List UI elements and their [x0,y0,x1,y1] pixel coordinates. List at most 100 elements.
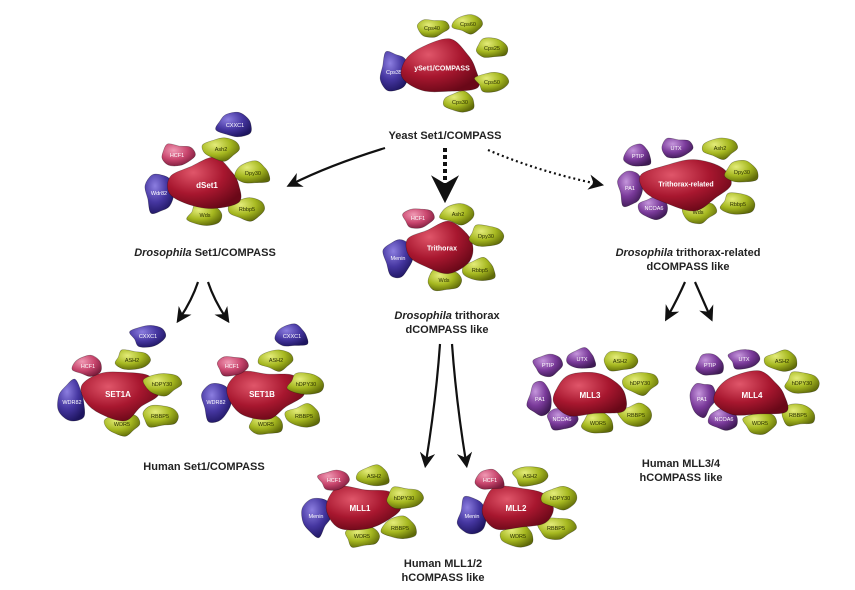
complex-set1b-set1b-label: SET1B [249,390,275,399]
complex-dset1-dset1-label: dSet1 [196,181,218,190]
caption-dtrr-italic: Drosophila [615,247,674,259]
complex-mll3-ptip-shape [532,353,564,378]
complex-dtrr-utx-shape [661,137,694,159]
complex-dtrr-ptip-label: PTIP [632,154,645,160]
caption-dtrx: Drosophila trithorax dCOMPASS like [394,309,499,337]
complex-mll3-wdr5-shape [581,411,614,434]
complex-mll1-hdpy30-label: hDPY30 [394,496,415,502]
complex-mll2-ash2-label: ASH2 [523,474,537,480]
complex-mll3-hdpy30-shape [622,372,659,396]
complex-set1a-hdpy30-shape [142,373,183,397]
caption-human-mll12-line1: Human MLL1/2 [403,558,483,570]
complex-mll3-pa1-shape [526,380,552,417]
complex-dtrx-menin-label: Menin [391,256,406,262]
caption-dset1: Drosophila Set1/COMPASS [134,246,276,260]
complex-mll4-rbbp5-label: RBBP5 [789,413,807,419]
complex-mll2-wdr5-label: WDR5 [510,534,526,540]
complex-yeast-yset1-compass-label: ySet1/COMPASS [414,65,470,72]
complex-set1a-rbbp5-label: RBBP5 [151,414,169,420]
complex-dtrx-trithorax-label: Trithorax [427,245,457,252]
complex-set1a-hcf1-shape [71,354,102,377]
complex-mll4-pa1-shape [689,382,717,419]
complex-set1b-wdr5-label: WDR5 [258,422,274,428]
complex-set1a-cxxc1-label: CXXC1 [139,334,157,340]
complex-dtrr-rbbp5-label: Rbbp5 [730,202,746,208]
complex-set1b-ash2-shape [257,349,294,372]
complex-set1b-set1b-shape [226,370,305,420]
complex-dtrx-wds-label: Wds [439,278,450,284]
complex-dtrx-dpy30-label: Dpy30 [478,234,494,240]
complex-dset1-cxxc1-shape [215,111,252,138]
complex-set1b-cxxc1-shape [274,323,309,347]
complex-dtrr-trithorax-related-shape [639,159,732,212]
complex-set1a-rbbp5-shape [142,404,179,428]
complex-mll3-ncoa6-label: NCOA6 [553,417,572,423]
complex-set1b-rbbp5-label: RBBP5 [295,414,313,420]
arrow-dtrx-to-mll1 [419,343,442,469]
complex-mll2-hcf1-shape [474,468,505,490]
complex-mll1-wdr5-label: WDR5 [354,534,370,540]
complex-mll1-ash2-label: ASH2 [367,474,381,480]
complex-set1a-hdpy30-label: hDPY30 [152,382,173,388]
complex-set1a-set1a-shape [80,371,160,422]
complex-dtrr-pa1-shape [617,170,644,208]
caption-dtrx-italic: Drosophila [394,310,452,322]
complex-dset1-hcf1-label: HCF1 [170,153,184,159]
caption-human-mll34: Human MLL3/4 hCOMPASS like [640,457,723,485]
complex-mll2-hdpy30-shape [540,485,578,511]
caption-human-set1: Human Set1/COMPASS [143,460,264,474]
complex-yeast-cps50-shape [474,71,510,93]
caption-yeast: Yeast Set1/COMPASS [389,129,502,143]
complex-mll4-wdr5-label: WDR5 [752,421,768,427]
complex-mll4-rbbp5-shape [781,403,816,427]
complex-dtrx-rbbp5-label: Rbbp5 [472,268,488,274]
complex-mll3-rbbp5-label: RBBP5 [627,413,645,419]
complex-dtrx-dpy30-shape [468,224,505,247]
complex-mll1-ash2-shape [355,464,390,487]
complex-yeast: Cps30Cps35ySet1/COMPASSCps40Cps60Cps25Cp… [379,14,510,113]
complex-mll4-ptip-shape [695,353,724,376]
complex-dset1-rbbp5-label: Rbbp5 [239,207,255,213]
complex-dtrr-dpy30-shape [724,160,759,183]
complex-mll3-mll3-shape [552,372,627,417]
complex-set1a-wdr82-label: WDR82 [62,400,81,406]
complex-dset1-wdr82-label: Wdr82 [151,191,167,197]
complex-mll2-menin-label: Menin [465,514,480,520]
complex-set1a-wdr82-shape [57,378,86,422]
complex-mll1-menin-shape [301,497,332,539]
arrow-yeast-to-dset1 [286,146,386,187]
complex-yeast-cps35-shape [379,50,410,92]
complex-set1a-set1a-label: SET1A [105,390,131,399]
complex-mll4-hdpy30-shape [784,371,820,394]
caption-dtrx-line2: dCOMPASS like [405,324,489,336]
caption-dset1-rest: Set1/COMPASS [191,247,276,259]
complex-mll4-pa1-label: PA1 [697,397,707,403]
complex-mll4-utx-label: UTX [739,357,750,363]
complex-yeast-cps35-label: Cps35 [386,70,402,76]
complex-dtrr-dpy30-label: Dpy30 [734,170,750,176]
complex-dtrr-pa1-label: PA1 [625,186,635,192]
complex-set1b-hdpy30-shape [286,372,325,395]
complex-mll4-utx-shape [727,349,761,370]
complex-mll1-rbbp5-label: RBBP5 [391,526,409,532]
complex-yeast-cps40-label: Cps40 [424,26,440,32]
complex-dtrx-ash2-label: Ash2 [452,212,465,218]
complex-yeast-cps40-shape [416,19,450,38]
caption-dtrx-rest: trithorax [451,310,500,322]
complex-set1b-rbbp5-shape [284,403,321,428]
complex-yeast-cps30-shape [442,90,475,113]
arrow-dtrx-to-mll2 [450,343,473,469]
complex-mll3-ash2-shape [603,350,639,372]
complex-set1a-wdr5-label: WDR5 [114,422,130,428]
caption-human-mll12: Human MLL1/2 hCOMPASS like [402,557,485,585]
caption-dtrr-line2: dCOMPASS like [646,261,730,273]
caption-dtrr-rest: trithorax-related [673,247,761,259]
complex-dtrx-ash2-shape [439,203,475,226]
complex-dset1-dset1-shape [167,156,242,209]
